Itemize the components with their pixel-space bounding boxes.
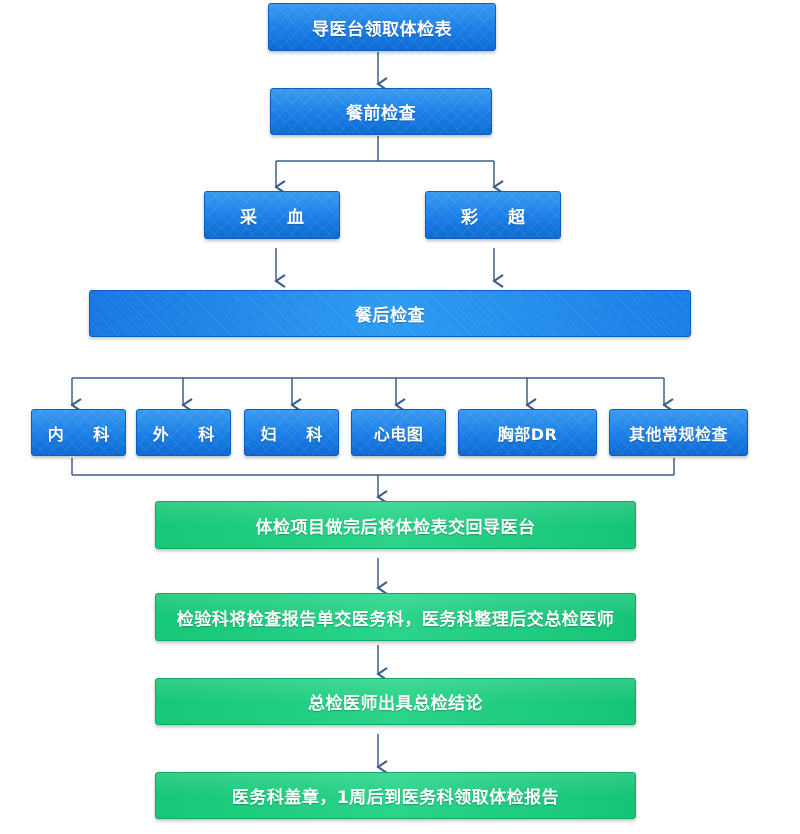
step-pre-meal: 餐前检查 [270, 88, 492, 135]
step-collect-form: 导医台领取体检表 [268, 3, 496, 51]
step-blood: 采 血 [204, 191, 340, 239]
dept-gynecology-label: 妇 科 [260, 424, 335, 444]
dept-internal-medicine-label: 内 科 [47, 424, 122, 444]
step-blood-label: 采 血 [240, 207, 316, 228]
step-post-meal-label: 餐后检查 [355, 306, 425, 326]
step-conclusion-label: 总检医师出具总检结论 [308, 694, 483, 714]
step-lab-report: 检验科将检查报告单交医务科，医务科整理后交总检医师 [155, 593, 636, 641]
dept-internal-medicine: 内 科 [31, 409, 126, 456]
step-return-form: 体检项目做完后将体检表交回导医台 [155, 501, 636, 549]
step-ultrasound: 彩 超 [425, 191, 561, 239]
step-report-pickup: 医务科盖章，1周后到医务科领取体检报告 [155, 772, 636, 819]
dept-ecg-label: 心电图 [373, 424, 424, 444]
step-pre-meal-label: 餐前检查 [346, 104, 416, 124]
step-post-meal: 餐后检查 [89, 290, 691, 337]
dept-gynecology: 妇 科 [244, 409, 339, 456]
dept-other-routine: 其他常规检查 [609, 409, 748, 456]
dept-surgery: 外 科 [136, 409, 231, 456]
step-lab-report-label: 检验科将检查报告单交医务科，医务科整理后交总检医师 [176, 609, 615, 630]
step-collect-form-label: 导医台领取体检表 [312, 19, 452, 40]
step-report-pickup-label: 医务科盖章，1周后到医务科领取体检报告 [231, 788, 560, 808]
dept-other-routine-label: 其他常规检查 [628, 424, 728, 444]
dept-surgery-label: 外 科 [152, 424, 227, 444]
dept-chest-dr: 胸部DR [458, 409, 597, 456]
step-ultrasound-label: 彩 超 [461, 207, 537, 228]
dept-ecg: 心电图 [351, 409, 446, 456]
step-return-form-label: 体检项目做完后将体检表交回导医台 [255, 517, 536, 538]
step-conclusion: 总检医师出具总检结论 [155, 678, 636, 725]
dept-chest-dr-label: 胸部DR [497, 424, 558, 444]
